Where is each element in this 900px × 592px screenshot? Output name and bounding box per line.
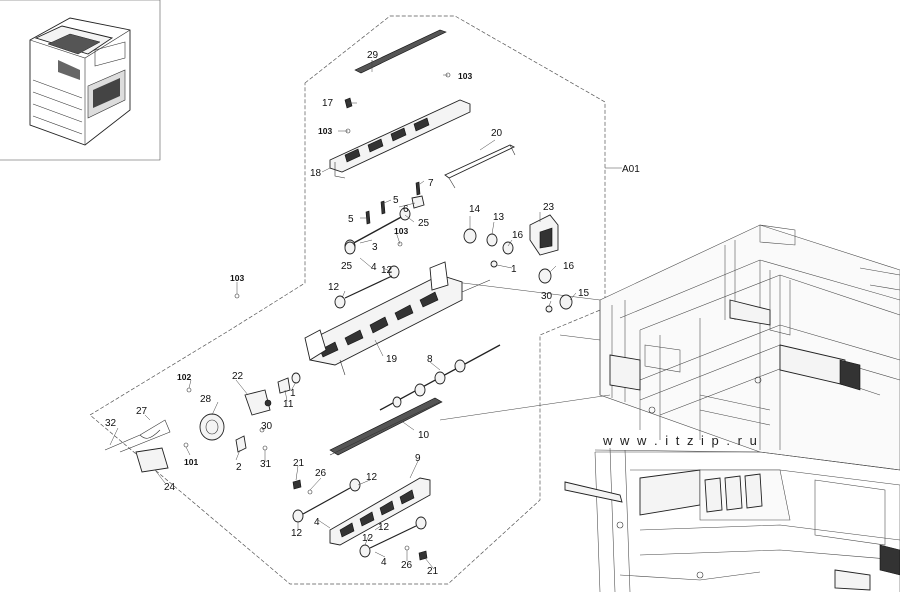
- part-24-cover: [135, 447, 169, 473]
- callout-17: 17: [322, 98, 334, 109]
- part-25-roller: [344, 241, 356, 255]
- part-9-lower-frame: [329, 477, 431, 546]
- callout-12-f: 12: [362, 533, 374, 544]
- callout-15: 15: [578, 288, 590, 299]
- part-16-roller: [502, 241, 514, 255]
- callout-1-b: 1: [290, 388, 296, 399]
- callout-a01: A01: [622, 164, 640, 175]
- callout-16: 16: [512, 230, 524, 241]
- callout-28: 28: [200, 394, 212, 405]
- part-16-roller-b: [538, 268, 552, 284]
- callout-8: 8: [427, 354, 433, 365]
- callout-103-b: 103: [318, 126, 332, 136]
- callout-5: 5: [393, 195, 399, 206]
- part-12-roller-e: [415, 516, 427, 530]
- part-12-roller-d: [292, 509, 304, 523]
- watermark-text: w w w . i t z i p . r u: [602, 433, 759, 448]
- callout-19: 19: [386, 354, 398, 365]
- callout-5-b: 5: [348, 214, 354, 225]
- part-21-clip: [292, 479, 302, 490]
- callout-31: 31: [260, 459, 272, 470]
- callout-7: 7: [428, 178, 434, 189]
- part-10-guide: [329, 397, 443, 456]
- leader-lines: [109, 60, 577, 569]
- part-5-pin: [380, 200, 386, 215]
- callout-10: 10: [418, 430, 430, 441]
- callout-24: 24: [164, 482, 176, 493]
- part-31-screw: [262, 445, 268, 451]
- callout-11: 11: [283, 399, 294, 410]
- part-6-holder: [411, 195, 425, 209]
- part-12-roller: [388, 265, 400, 279]
- callout-14: 14: [469, 204, 481, 215]
- thumbnail-box: [0, 0, 161, 161]
- callout-30-b: 30: [261, 421, 273, 432]
- part-12-roller-f: [359, 544, 371, 558]
- callout-4-b: 4: [314, 517, 320, 528]
- callout-3: 3: [372, 242, 378, 253]
- callout-4-c: 4: [381, 557, 387, 568]
- part-21-clip-b: [418, 550, 428, 561]
- part-20-rod: [444, 144, 516, 179]
- callout-1: 1: [511, 264, 517, 275]
- callout-12-d: 12: [291, 528, 303, 539]
- part-27-cable: [104, 419, 171, 453]
- callout-26-b: 26: [401, 560, 413, 571]
- callout-32: 32: [105, 418, 117, 429]
- part-26-ring: [307, 489, 313, 495]
- callout-25: 25: [418, 218, 430, 229]
- part-18-frame: [329, 99, 471, 179]
- part-26-ring-b: [404, 545, 410, 551]
- callout-12-b: 12: [328, 282, 340, 293]
- callout-2: 2: [236, 462, 242, 473]
- part-7-pin: [415, 181, 421, 196]
- part-19-main-frame: [304, 261, 491, 376]
- callout-25-b: 25: [341, 261, 353, 272]
- part-30-ring: [545, 305, 553, 313]
- callout-103-c: 103: [394, 226, 408, 236]
- callout-103-d: 103: [230, 273, 244, 283]
- callout-102: 102: [177, 372, 191, 382]
- callout-22: 22: [232, 371, 244, 382]
- part-29-bar: [354, 29, 447, 74]
- part-13-bearing: [486, 233, 498, 247]
- part-22-bracket: [244, 389, 271, 416]
- part-8-shaft: [379, 344, 501, 411]
- callout-26: 26: [315, 468, 327, 479]
- part-5-pin-b: [365, 210, 371, 225]
- callout-103: 103: [458, 71, 472, 81]
- machine-frame-drawing: [564, 224, 900, 592]
- callout-4: 4: [371, 262, 377, 273]
- callout-21: 21: [293, 458, 305, 469]
- callout-27: 27: [136, 406, 148, 417]
- assembly-outline: [89, 15, 606, 585]
- part-14-gear: [463, 228, 477, 244]
- part-28-motor: [199, 413, 225, 441]
- callout-12: 12: [381, 265, 393, 276]
- callout-13: 13: [493, 212, 505, 223]
- part-15-gear: [559, 294, 573, 310]
- callout-21-b: 21: [427, 566, 439, 577]
- part-1-ring: [490, 260, 498, 268]
- callout-29: 29: [367, 50, 379, 61]
- callout-9: 9: [415, 453, 421, 464]
- part-12-roller-b: [334, 295, 346, 309]
- callout-12-e: 12: [378, 522, 390, 533]
- callout-12-c: 12: [366, 472, 378, 483]
- part-11-gear: [277, 377, 291, 394]
- part-12-roller-c: [349, 478, 361, 492]
- callout-20: 20: [491, 128, 503, 139]
- copier-machine-icon: [29, 17, 131, 146]
- part-1-bushing: [291, 372, 301, 384]
- callout-30: 30: [541, 291, 553, 302]
- part-2-lever: [235, 435, 247, 453]
- callout-101: 101: [184, 457, 198, 467]
- callout-18: 18: [310, 168, 322, 179]
- callout-6: 6: [403, 204, 409, 215]
- callout-16-b: 16: [563, 261, 575, 272]
- part-30-ring-b: [259, 427, 265, 433]
- callout-23: 23: [543, 202, 555, 213]
